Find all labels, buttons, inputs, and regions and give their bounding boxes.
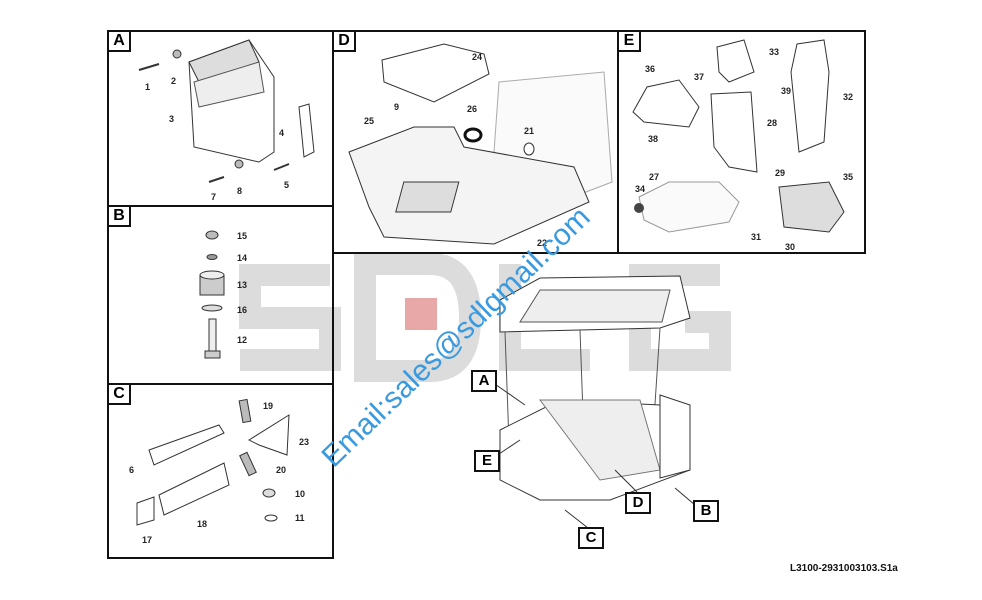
part-number: 35 <box>843 172 854 182</box>
panel-c: C 19 23 6 20 10 18 11 17 <box>107 383 334 559</box>
part-number: 12 <box>237 335 248 345</box>
part-number: 7 <box>211 192 217 202</box>
callout-e: E <box>474 450 500 472</box>
callout-b: B <box>693 500 719 522</box>
part-number: 27 <box>649 172 660 182</box>
part-number: 36 <box>645 64 656 74</box>
panel-label: E <box>619 32 641 52</box>
panel-a: A 1 2 3 4 5 7 8 <box>107 30 334 207</box>
part-number: 18 <box>197 519 208 529</box>
part-number: 23 <box>299 437 310 447</box>
callout-c: C <box>578 527 604 549</box>
part-number: 39 <box>781 86 792 96</box>
callout-d: D <box>625 492 651 514</box>
part-number: 1 <box>145 82 151 92</box>
part-number: 21 <box>524 126 535 136</box>
panel-label: B <box>109 207 131 227</box>
part-number: 5 <box>284 180 290 190</box>
part-number: 34 <box>635 184 646 194</box>
part-number: 8 <box>237 186 243 196</box>
part-number: 6 <box>129 465 135 475</box>
callout-a: A <box>471 370 497 392</box>
part-number: 25 <box>364 116 375 126</box>
part-number: 3 <box>169 114 175 124</box>
part-number: 14 <box>237 253 248 263</box>
part-number: 10 <box>295 489 306 499</box>
part-number: 26 <box>467 104 478 114</box>
part-number: 38 <box>648 134 659 144</box>
part-number: 16 <box>237 305 248 315</box>
panel-label: A <box>109 32 131 52</box>
part-number: 11 <box>295 513 305 523</box>
part-number: 15 <box>237 231 248 241</box>
part-number: 31 <box>751 232 762 242</box>
part-number: 2 <box>171 76 177 86</box>
part-number: 20 <box>276 465 287 475</box>
part-number: 32 <box>843 92 854 102</box>
part-number: 28 <box>767 118 778 128</box>
mount-drawing <box>199 230 225 359</box>
part-number: 33 <box>769 47 780 57</box>
part-number: 17 <box>142 535 153 545</box>
part-number: 19 <box>263 401 274 411</box>
part-number: 24 <box>472 52 483 62</box>
part-number: 30 <box>785 242 796 252</box>
part-number: 4 <box>279 128 285 138</box>
console-drawing <box>632 39 845 233</box>
part-number: 9 <box>394 102 400 112</box>
part-number: 29 <box>775 168 786 178</box>
panel-e: E 36 37 33 39 32 28 38 29 35 27 34 31 30 <box>617 30 866 254</box>
part-number: 37 <box>694 72 705 82</box>
panel-label: C <box>109 385 131 405</box>
part-number: 22 <box>537 238 548 248</box>
panel-label: D <box>334 32 356 52</box>
trim-drawing <box>136 398 290 526</box>
floor-drawing <box>348 43 613 245</box>
cover-drawing <box>138 39 315 183</box>
drawing-code: L3100-2931003103.S1a <box>790 563 898 574</box>
part-number: 13 <box>237 280 248 290</box>
